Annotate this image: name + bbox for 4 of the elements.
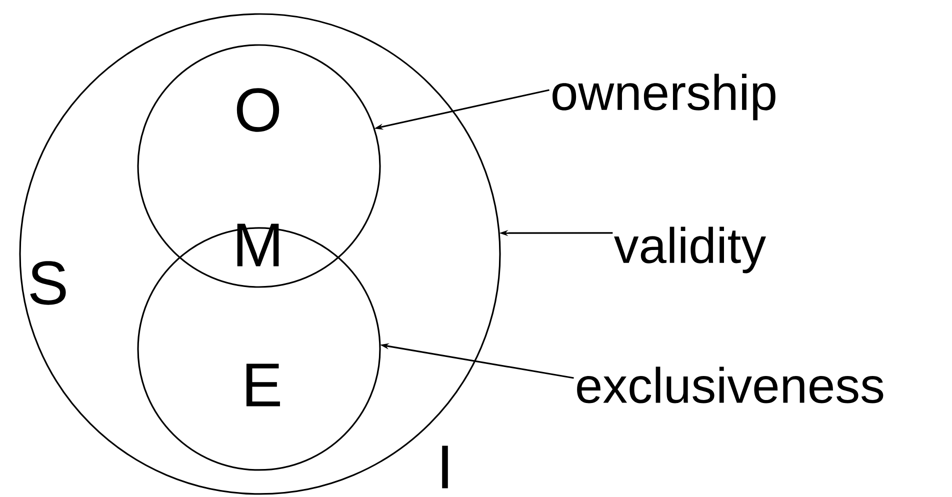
letter-label: I: [442, 446, 448, 488]
callout-text: ownership: [552, 74, 776, 120]
callout-text: validity: [614, 226, 766, 274]
callout-text: exclusiveness: [577, 366, 884, 404]
